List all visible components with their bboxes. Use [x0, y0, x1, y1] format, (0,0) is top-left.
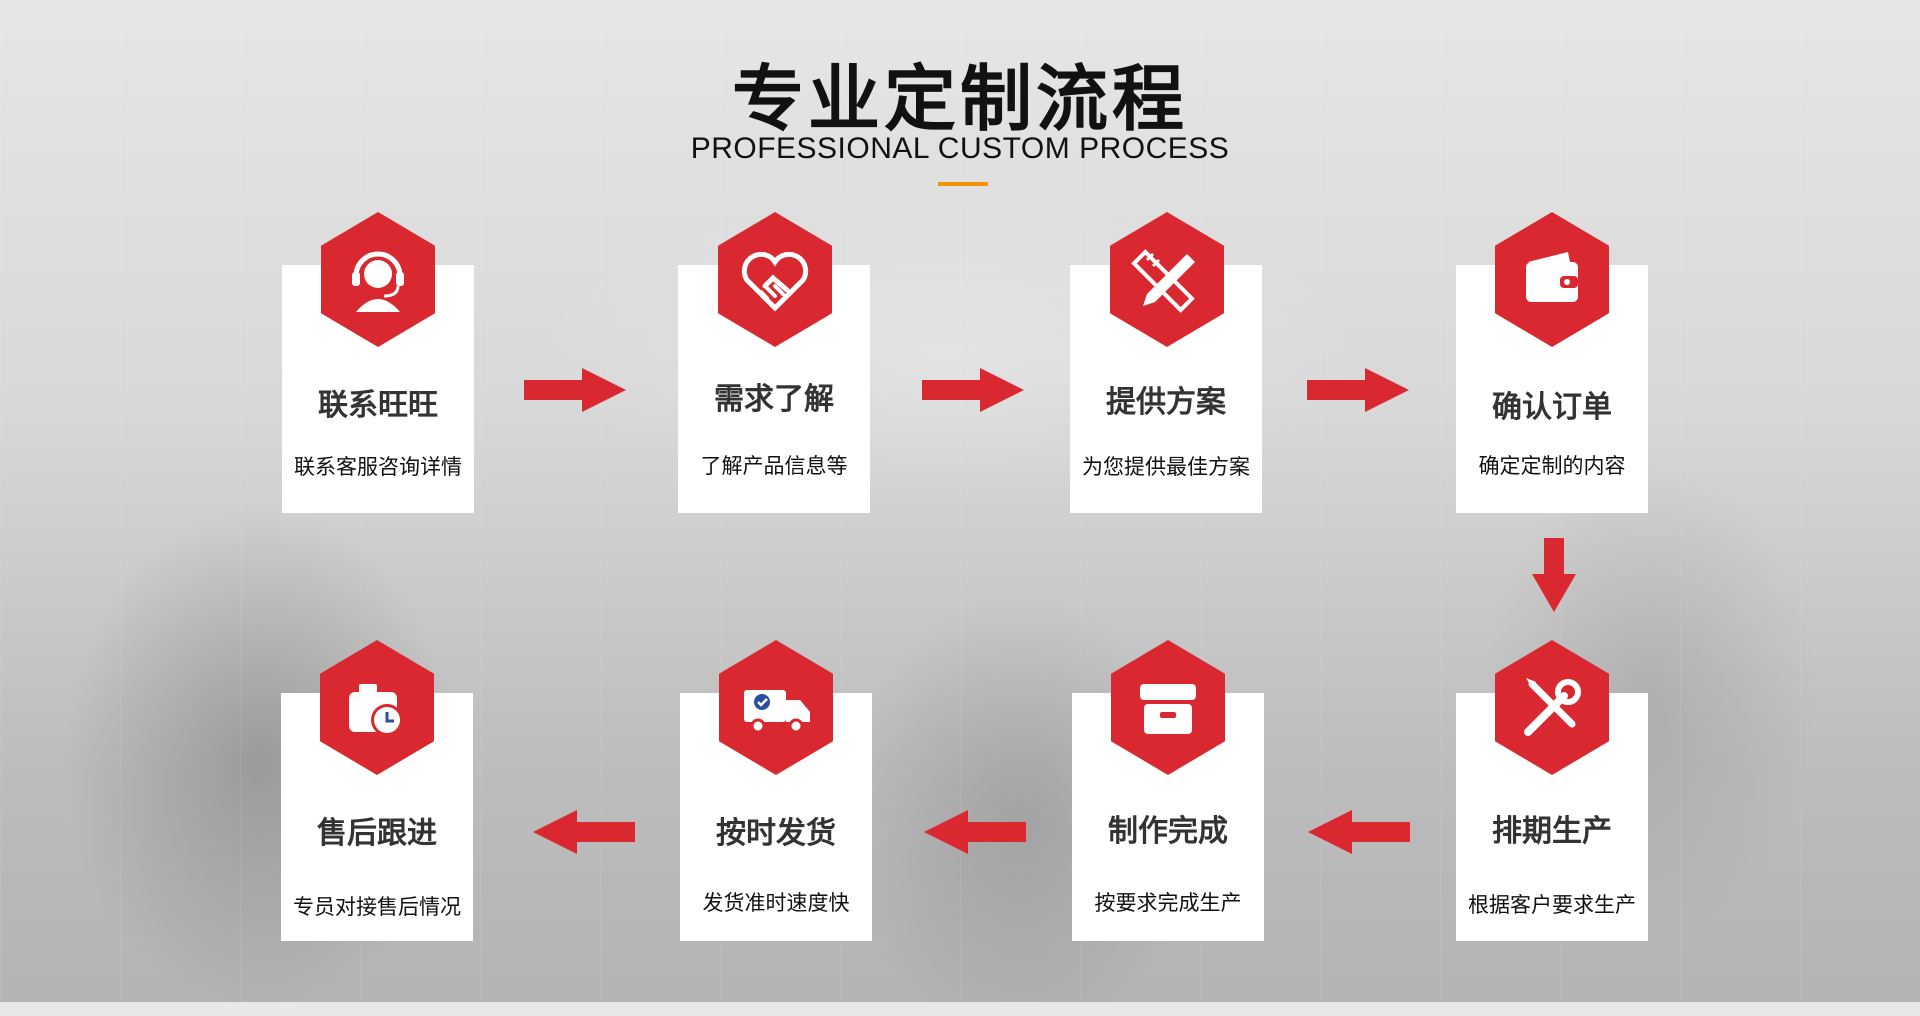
- page-subtitle: PROFESSIONAL CUSTOM PROCESS: [0, 132, 1920, 166]
- step-desc-7: 发货准时速度快: [666, 887, 886, 917]
- step-desc-4: 确定定制的内容: [1442, 450, 1662, 480]
- title-underline: [938, 182, 988, 186]
- step-title-2: 需求了解: [678, 374, 870, 418]
- delivery-truck-icon: [736, 668, 816, 748]
- arrow-right-icon: [524, 368, 626, 412]
- bottom-strip: [0, 1002, 1920, 1016]
- step-title-8: 售后跟进: [281, 808, 473, 852]
- step-title-5: 排期生产: [1456, 806, 1648, 850]
- step-desc-1: 联系客服咨询详情: [268, 451, 488, 481]
- step-title-7: 按时发货: [680, 808, 872, 852]
- step-title-6: 制作完成: [1072, 806, 1264, 850]
- wrench-screwdriver-icon: [1512, 668, 1592, 748]
- arrow-right-icon: [1307, 368, 1409, 412]
- step-desc-3: 为您提供最佳方案: [1056, 451, 1276, 481]
- handshake-heart-icon: [735, 240, 815, 320]
- step-title-1: 联系旺旺: [282, 380, 474, 424]
- page-title: 专业定制流程: [0, 40, 1920, 145]
- wallet-icon: [1512, 240, 1592, 320]
- arrow-left-icon: [533, 810, 635, 854]
- arrow-left-icon: [924, 810, 1026, 854]
- step-desc-8: 专员对接售后情况: [267, 891, 487, 921]
- box-icon: [1128, 668, 1208, 748]
- step-desc-6: 按要求完成生产: [1058, 887, 1278, 917]
- step-desc-5: 根据客户要求生产: [1442, 889, 1662, 919]
- headset-icon: [338, 240, 418, 320]
- step-title-4: 确认订单: [1456, 382, 1648, 426]
- arrow-down-icon: [1532, 538, 1576, 612]
- step-title-3: 提供方案: [1070, 377, 1262, 421]
- camera-clock-icon: [337, 668, 417, 748]
- arrow-left-icon: [1308, 810, 1410, 854]
- pencil-ruler-icon: [1127, 240, 1207, 320]
- step-desc-2: 了解产品信息等: [664, 450, 884, 480]
- arrow-right-icon: [922, 368, 1024, 412]
